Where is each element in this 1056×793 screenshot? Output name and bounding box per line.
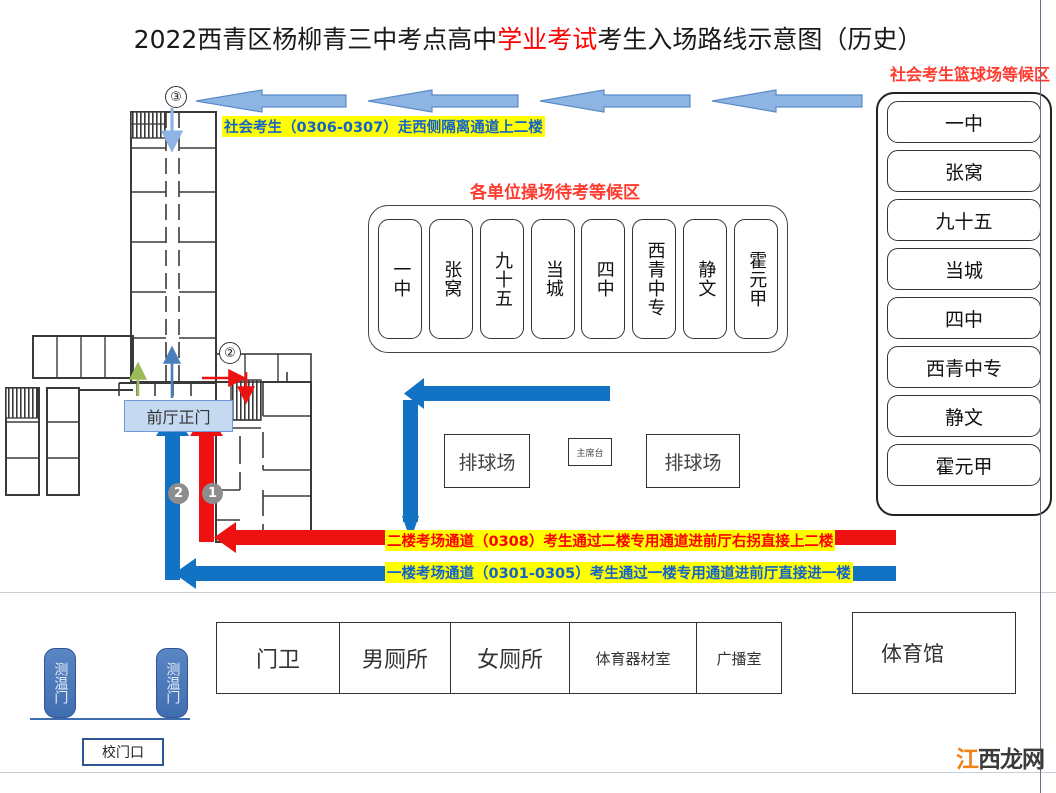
field-school-box: 静文: [683, 219, 728, 339]
temperature-gate-label: 测温门: [164, 662, 181, 704]
divider-right-edge: [1040, 0, 1041, 793]
watermark-rest: 西龙网: [978, 747, 1045, 773]
field-school-box: 霍元甲: [733, 219, 778, 339]
field-school-box: 四中: [581, 219, 626, 339]
field-school-box: 当城: [530, 219, 575, 339]
callout-floor2-route: 二楼考场通道（0308）考生通过二楼专用通道进前厅右拐直接上二楼: [385, 530, 836, 551]
room-cell: 门卫: [216, 622, 340, 694]
temperature-gate-left: 测温门: [44, 648, 76, 718]
school-box: 霍元甲: [887, 444, 1041, 486]
school-box: 当城: [887, 248, 1041, 290]
field-school-box: 张窝: [428, 219, 473, 339]
divider-upper: [0, 592, 1056, 593]
room-cell: 体育器材室: [570, 622, 697, 694]
room-cell: 男厕所: [340, 622, 451, 694]
volleyball-court-left: 排球场: [444, 434, 530, 488]
field-school-box: 西青中专: [632, 219, 677, 339]
school-gate-box: 校门口: [82, 738, 164, 766]
title-prefix: 2022西青区杨柳青三中考点高中: [133, 25, 498, 54]
basketball-waiting-panel: 一中 张窝 九十五 当城 四中 西青中专 静文 霍元甲: [876, 92, 1052, 516]
school-box: 静文: [887, 395, 1041, 437]
watermark: 江西龙网: [956, 740, 1045, 774]
school-box: 张窝: [887, 150, 1041, 192]
field-school-label: 张窝: [441, 260, 463, 298]
bottom-room-strip: 门卫 男厕所 女厕所 体育器材室 广播室: [216, 622, 782, 694]
field-school-label: 西青中专: [644, 241, 666, 317]
field-school-label: 四中: [593, 260, 615, 298]
field-waiting-panel: 一中 张窝 九十五 当城 四中 西青中专 静文 霍元甲: [368, 205, 788, 353]
callout-social-candidates: 社会考生（0306-0307）走西侧隔离通道上二楼: [222, 116, 545, 137]
field-waiting-heading: 各单位操场待考等候区: [470, 183, 640, 203]
route-badge-2: 2: [168, 483, 189, 504]
page-title: 2022西青区杨柳青三中考点高中学业考试考生入场路线示意图（历史）: [0, 20, 1056, 56]
front-hall-main-entrance: 前厅正门: [124, 400, 233, 432]
title-suffix: 考生入场路线示意图（历史）: [597, 25, 923, 54]
podium-box: 主席台: [568, 438, 612, 466]
field-school-label: 霍元甲: [746, 250, 768, 308]
gate-baseline: [30, 718, 190, 720]
volleyball-court-right: 排球场: [646, 434, 740, 488]
title-highlight: 学业考试: [497, 25, 598, 54]
school-box: 一中: [887, 101, 1041, 143]
field-school-label: 当城: [542, 260, 564, 298]
field-school-label: 静文: [695, 260, 717, 298]
temperature-gate-label: 测温门: [52, 662, 69, 704]
route-marker-3: ③: [165, 86, 187, 108]
field-school-box: 九十五: [479, 219, 524, 339]
route-marker-2-outline: ②: [219, 342, 241, 364]
field-school-box: 一中: [378, 219, 422, 339]
school-box: 四中: [887, 297, 1041, 339]
field-school-label: 一中: [390, 260, 412, 298]
watermark-accent: 江: [956, 747, 979, 773]
route-badge-1: 1: [202, 483, 223, 504]
temperature-gate-right: 测温门: [156, 648, 188, 718]
divider-lower: [0, 772, 1056, 773]
callout-floor1-route: 一楼考场通道（0301-0305）考生通过一楼专用通道进前厅直接进一楼: [385, 562, 853, 583]
basketball-waiting-heading: 社会考生篮球场等候区: [889, 65, 1050, 84]
school-box: 九十五: [887, 199, 1041, 241]
gymnasium-box: 体育馆: [852, 612, 1016, 694]
school-box: 西青中专: [887, 346, 1041, 388]
room-cell: 广播室: [697, 622, 782, 694]
field-school-label: 九十五: [492, 250, 514, 308]
room-cell: 女厕所: [451, 622, 570, 694]
